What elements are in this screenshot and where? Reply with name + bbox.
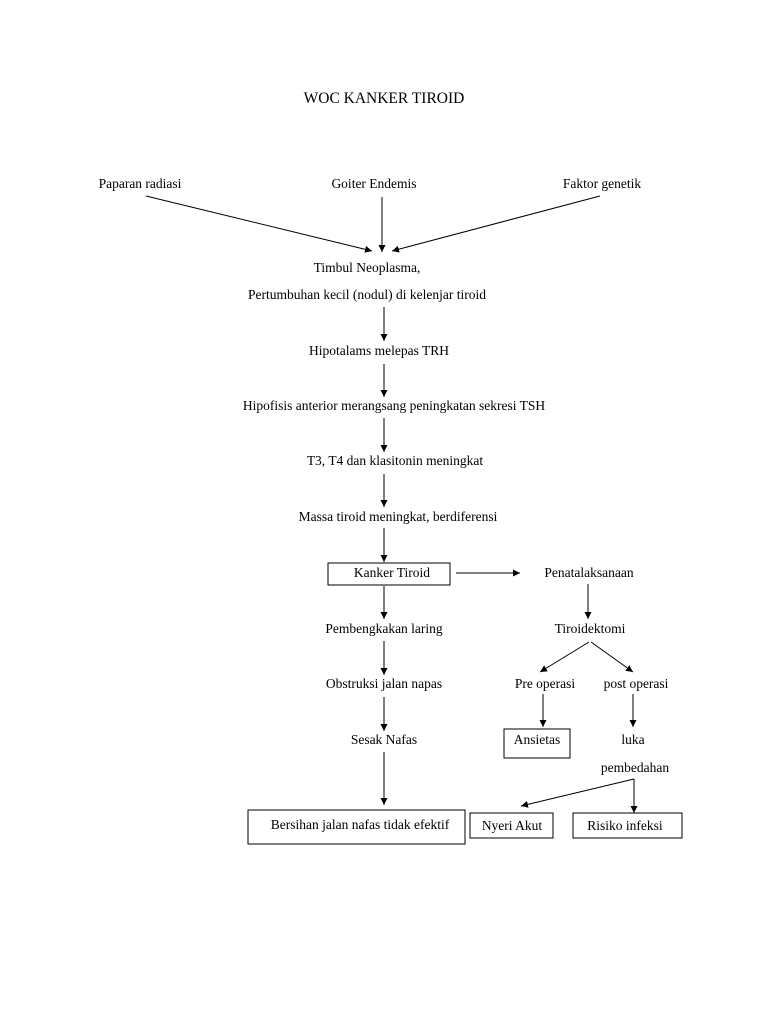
node-risiko-infeksi: Risiko infeksi [587,818,663,833]
node-massa-tiroid: Massa tiroid meningkat, berdiferensi [299,509,498,524]
arrow-radiasi-to-neoplasma [145,195,373,253]
arrow-pembedahan-to-nyeri [520,778,635,808]
node-pembengkakan-laring: Pembengkakan laring [325,621,443,636]
node-obstruksi-jalan-napas: Obstruksi jalan napas [326,676,442,691]
node-kanker-tiroid-box [327,562,451,586]
node-post-operasi: post operasi [604,676,669,691]
node-pre-operasi: Pre operasi [515,676,576,691]
node-nyeri-akut-box [469,812,554,839]
node-penatalaksanaan: Penatalaksanaan [544,565,633,580]
node-pertumbuhan-nodul: Pertumbuhan kecil (nodul) di kelenjar ti… [248,287,486,302]
node-faktor-genetik: Faktor genetik [563,176,642,191]
node-hipofisis-tsh: Hipofisis anterior merangsang peningkata… [243,398,546,413]
node-kanker-tiroid: Kanker Tiroid [354,565,430,580]
node-tiroidektomi: Tiroidektomi [555,621,626,636]
node-bersihan-jalan-nafas-box [247,809,466,845]
arrow-tiroidektomi-to-post [590,641,634,673]
arrow-tiroidektomi-to-pre [539,641,590,673]
node-nyeri-akut: Nyeri Akut [482,818,543,833]
arrow-genetik-to-neoplasma [391,195,601,253]
node-bersihan-jalan-nafas: Bersihan jalan nafas tidak efektif [271,817,450,832]
node-timbul-neoplasma: Timbul Neoplasma, [314,260,421,275]
node-sesak-nafas: Sesak Nafas [351,732,417,747]
node-risiko-infeksi-box [572,812,683,839]
node-ansietas: Ansietas [514,732,561,747]
node-luka: luka [621,732,644,747]
node-ansietas-box [503,728,571,759]
node-paparan-radiasi: Paparan radiasi [99,176,182,191]
diagram-title: WOC KANKER TIROID [304,90,465,107]
node-goiter-endemis: Goiter Endemis [331,176,416,191]
node-pembedahan: pembedahan [601,760,669,775]
node-t3-t4: T3, T4 dan klasitonin meningkat [307,453,484,468]
node-hipotalamus-trh: Hipotalams melepas TRH [309,343,449,358]
